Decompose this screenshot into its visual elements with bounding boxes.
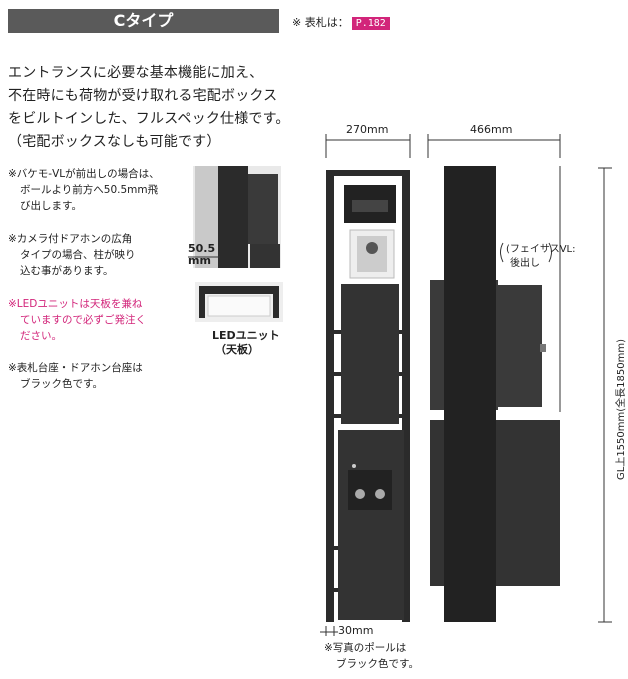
led-unit-label: LEDユニット [212,329,280,342]
intro-text: エントランスに必要な基本機能に加え、 不在時にも荷物が受け取れる宅配ボックス を… [8,62,293,154]
intro-line: エントランスに必要な基本機能に加え、 [8,65,264,81]
note-front-offset: ※バケモ-VLが前出しの場合は、 ボールより前方へ50.5mm飛 び出します。 [8,166,193,214]
note-camera: ※カメラ付ドアホンの広角 タイプの場合、柱が映り 込む事があります。 [8,231,193,279]
led-unit-sublabel: （天板） [215,343,259,356]
note-led-unit: ※LEDユニットは天板を兼ね ていますので必ずご発注く ださい。 [8,296,193,344]
facesus-label-sub: 後出し [510,258,540,269]
intro-line: （宅配ボックスなしも可能です） [8,134,221,150]
note-line: タイプの場合、柱が映り [20,249,136,261]
note-line: ※カメラ付ドアホンの広角 [8,233,133,245]
dimension-lines [320,134,612,636]
note-line: ※バケモ-VLが前出しの場合は、 [8,168,160,180]
intro-line: をビルトインした、フルスペック仕様です。 [8,111,290,127]
side-view [430,166,560,622]
note-line: ※表札台座・ドアホン台座は [8,362,143,374]
note-line: ださい。 [20,330,62,342]
height-label: GL上1550mm(全長1850mm) [616,339,627,480]
side-width-label: 466mm [470,123,513,136]
offset-unit-label: mm [188,254,211,267]
intro-line: 不在時にも荷物が受け取れる宅配ボックス [8,88,278,104]
front-width-label: 270mm [346,123,389,136]
note-line: び出します。 [20,200,82,212]
page-reference-link[interactable]: P.182 [351,17,390,30]
note-line: ※LEDユニットは天板を兼ね [8,298,143,310]
note-line: 込む事があります。 [20,265,114,277]
led-unit-detail-photo [195,282,283,322]
facesus-label: (フェイサスVL: [506,244,576,255]
note-line: ていますので必ずご発注く [20,314,146,326]
pole-width-label: 30mm [338,624,374,637]
offset-value-label: 50.5 [188,242,216,255]
photo-note-line: ブラック色です。 [336,658,419,670]
offset-detail-photo [188,166,281,268]
note-line: ブラック色です。 [20,378,103,390]
front-view [326,170,410,622]
nameplate-note: ※ 表札は： [292,16,349,29]
note-base-color: ※表札台座・ドアホン台座は ブラック色です。 [8,360,193,392]
photo-note-line: ※写真のポールは [324,642,407,654]
note-line: ボールより前方へ50.5mm飛 [20,184,159,196]
nameplate-reference: ※ 表札は：P.182 [292,14,390,30]
section-title: Cタイプ [8,9,279,33]
